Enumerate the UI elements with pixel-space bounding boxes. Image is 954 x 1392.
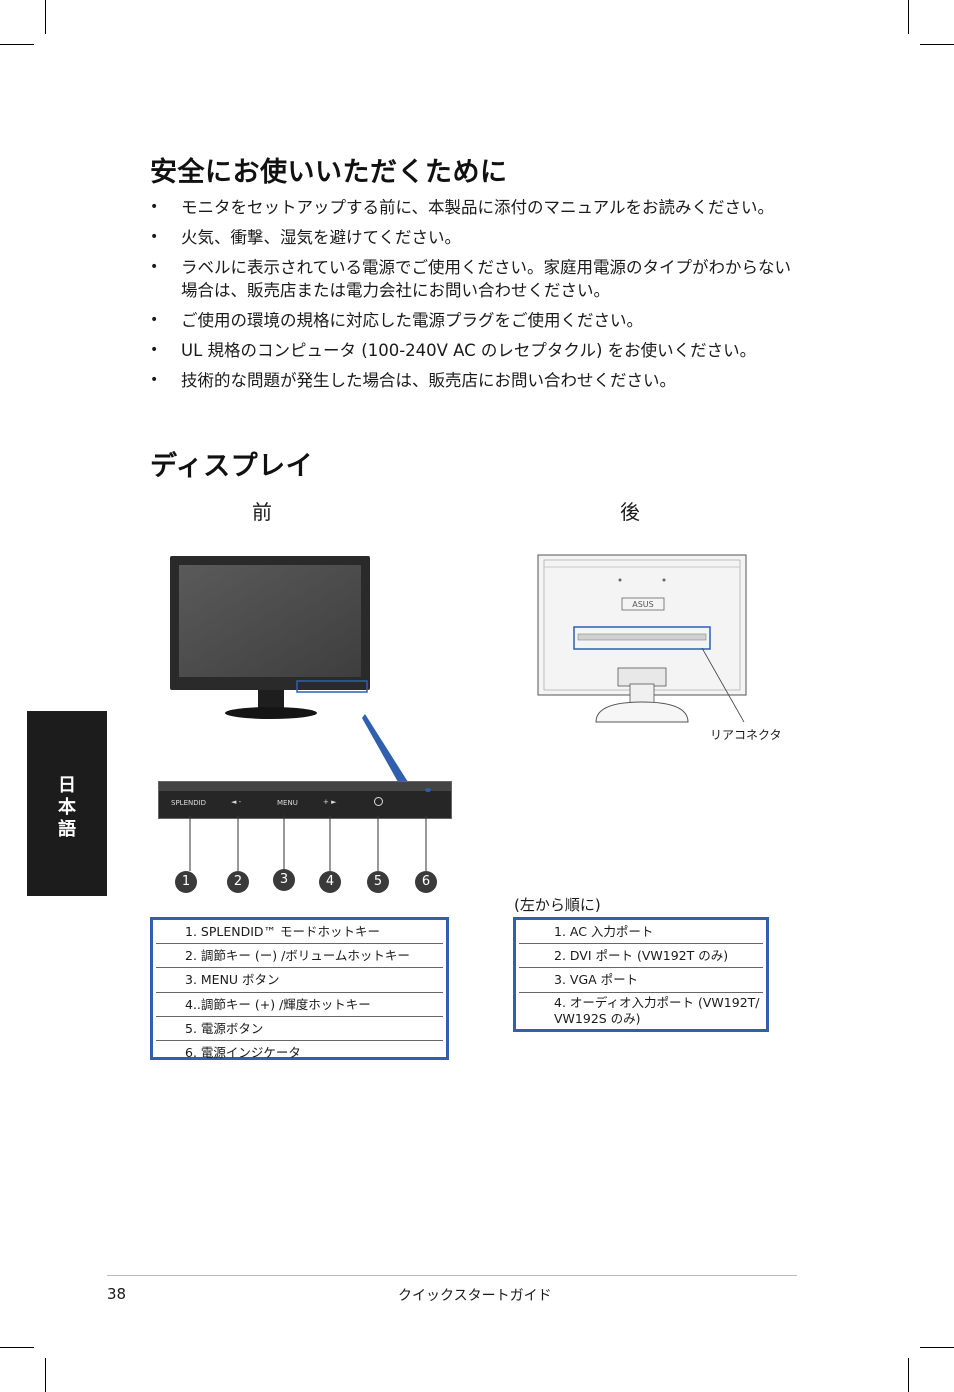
safety-item: UL 規格のコンピュータ (100-240V AC のレセプタクル) をお使いく… — [150, 339, 800, 362]
power-icon — [374, 797, 383, 806]
callout-number: 4 — [319, 871, 341, 893]
safety-item: 技術的な問題が発生した場合は、販売店にお問い合わせください。 — [150, 369, 800, 392]
side-tab-char: 語 — [58, 819, 76, 840]
rear-item-row: 3. VGA ポート — [519, 968, 763, 993]
language-side-tab: 日 本 語 — [27, 711, 107, 896]
front-item-row: 4..調節キー (+) /輝度ホットキー — [156, 993, 443, 1017]
safety-item: モニタをセットアップする前に、本製品に添付のマニュアルをお読みください。 — [150, 196, 800, 219]
crop-mark — [45, 1358, 46, 1392]
rear-item-row: 1. AC 入力ポート — [519, 920, 763, 945]
display-heading: ディスプレイ — [150, 451, 314, 482]
callout-number: 6 — [415, 871, 437, 893]
control-panel-top-edge — [159, 782, 451, 791]
footer-divider — [107, 1275, 797, 1276]
right-plus-button-label: + ► — [323, 798, 337, 806]
callout-number: 2 — [227, 871, 249, 893]
callout-number: 5 — [367, 871, 389, 893]
front-item-row: 2. 調節キー (ー) /ボリュームホットキー — [156, 944, 443, 969]
rear-item-row: 4. オーディオ入力ポート (VW192T/ VW192S のみ) — [554, 994, 760, 1026]
crop-mark — [908, 1358, 909, 1392]
side-tab-char: 日 — [58, 775, 76, 796]
safety-heading: 安全にお使いいただくために — [150, 157, 508, 188]
callout-lines — [189, 815, 427, 871]
front-item-row: 3. MENU ボタン — [156, 968, 443, 993]
rear-order-label: (左から順に) — [514, 896, 601, 914]
crop-mark — [0, 1347, 34, 1348]
callout-number: 3 — [273, 869, 295, 891]
crop-mark — [920, 44, 954, 45]
control-panel-strip: SPLENDID ◄ - MENU + ► — [158, 781, 452, 819]
front-item-row: 5. 電源ボタン — [156, 1017, 443, 1041]
front-item-row: 6. 電源インジケータ — [185, 1044, 301, 1060]
rear-item-row: 2. DVI ポート (VW192T のみ) — [519, 944, 763, 969]
safety-list: モニタをセットアップする前に、本製品に添付のマニュアルをお読みください。 火気、… — [150, 196, 800, 399]
safety-item: 火気、衝撃、湿気を避けてください。 — [150, 226, 800, 249]
front-monitor-illustration — [170, 556, 408, 782]
splendid-button-label: SPLENDID — [171, 799, 207, 807]
crop-mark — [0, 44, 34, 45]
callout-number: 1 — [175, 871, 197, 893]
crop-mark — [908, 0, 909, 34]
page-number: 38 — [107, 1285, 127, 1303]
crop-mark — [920, 1347, 954, 1348]
safety-item: ご使用の環境の規格に対応した電源プラグをご使用ください。 — [150, 309, 800, 332]
rear-label: 後 — [620, 500, 640, 524]
rear-items-table: 1. AC 入力ポート 2. DVI ポート (VW192T のみ) 3. VG… — [513, 917, 769, 1032]
footer-title: クイックスタートガイド — [398, 1288, 552, 1304]
side-tab-char: 本 — [58, 797, 76, 818]
rear-connector-label: リアコネクタ — [710, 728, 782, 742]
svg-text:ASUS: ASUS — [632, 600, 653, 609]
left-minus-button-label: ◄ - — [231, 798, 242, 806]
front-label: 前 — [252, 500, 272, 524]
menu-button-label: MENU — [277, 799, 298, 807]
rear-monitor-illustration: ASUS — [537, 554, 747, 723]
safety-item: ラベルに表示されている電源でご使用ください。家庭用電源のタイプがわからない場合は… — [150, 256, 800, 302]
crop-mark — [45, 0, 46, 34]
power-indicator-light — [425, 788, 431, 792]
front-items-table: 1. SPLENDID™ モードホットキー 2. 調節キー (ー) /ボリューム… — [150, 917, 449, 1060]
front-item-row: 1. SPLENDID™ モードホットキー — [156, 920, 443, 945]
